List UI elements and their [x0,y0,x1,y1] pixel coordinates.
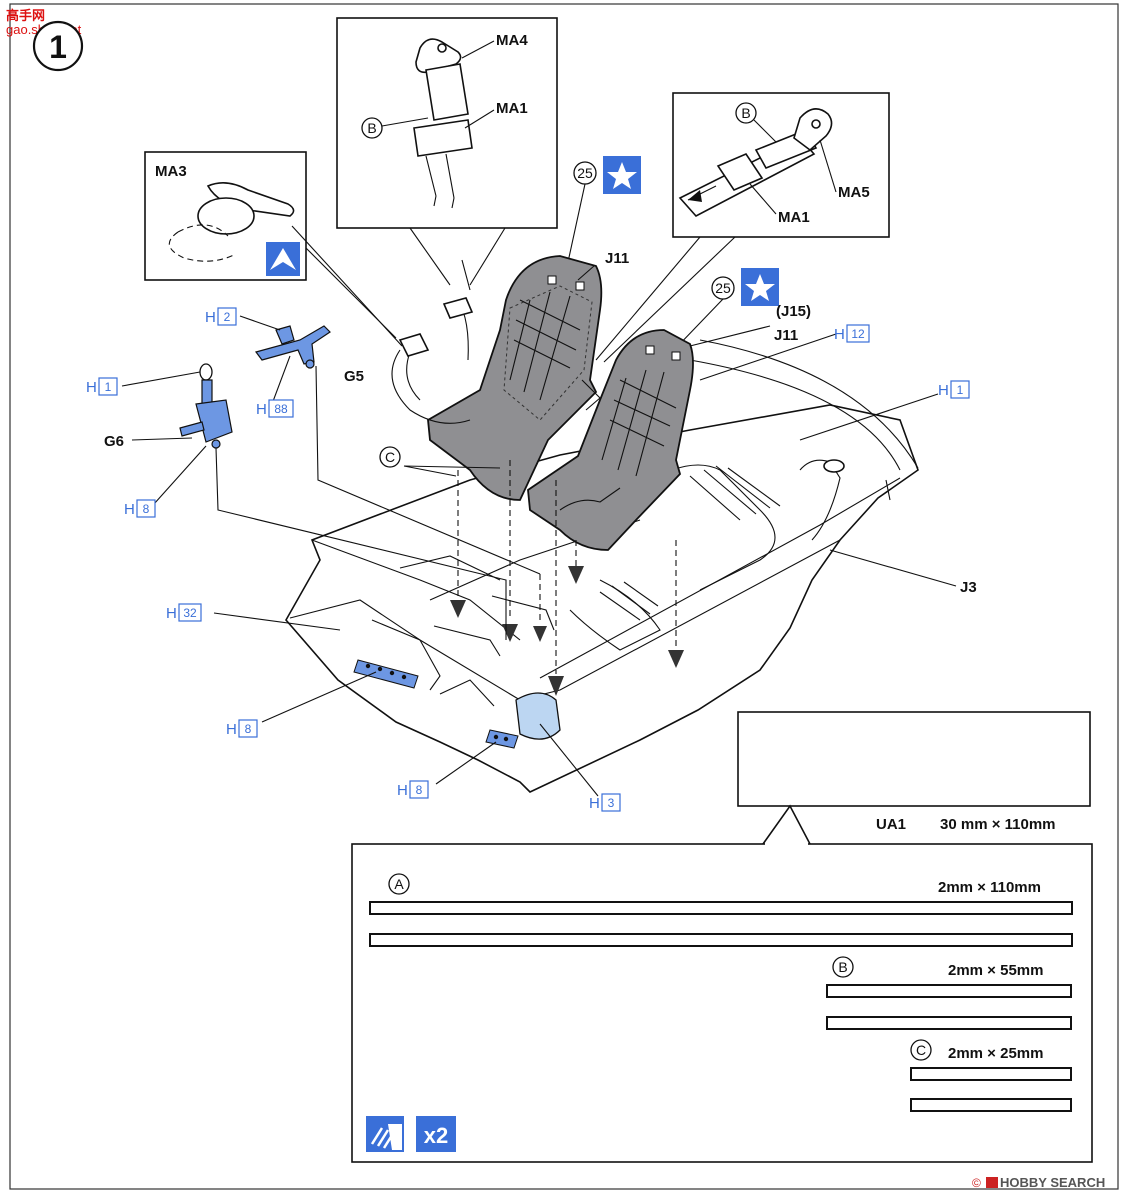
g5-part [254,325,541,575]
svg-text:H: H [166,605,177,622]
inset-ma3: MA3 [144,151,403,347]
svg-text:1: 1 [957,383,964,397]
label-ma5: MA5 [838,184,870,201]
svg-text:B: B [741,105,750,121]
strip-a-size: 2mm × 110mm [938,879,1041,896]
inset-seatbelt-top: MA4 MA1 B [336,17,558,286]
label-h1-right: H 1 [938,380,970,399]
label-ma1-top: MA1 [496,100,528,117]
label-ma4: MA4 [496,32,528,49]
svg-text:HOBBY SEARCH: HOBBY SEARCH [1000,1175,1105,1190]
strip-c-2 [910,1098,1072,1112]
decal-size: 30 mm × 110mm [940,816,1056,833]
svg-text:H: H [124,501,135,518]
decal-preview-box [737,711,1091,807]
svg-text:B: B [838,959,847,975]
svg-text:x2: x2 [424,1123,448,1148]
svg-text:12: 12 [851,327,865,341]
svg-text:C: C [916,1042,926,1058]
footer-watermark: © HOBBY SEARCH [972,1175,1105,1190]
strip-b-2 [826,1016,1072,1030]
label-h1-left: H 1 [86,377,118,396]
strip-c-size: 2mm × 25mm [948,1045,1043,1062]
svg-text:H: H [205,309,216,326]
label-ma1-right: MA1 [778,209,810,226]
marker-strip-b [832,956,854,978]
marker-b-right [735,102,757,124]
strip-b-size: 2mm × 55mm [948,962,1043,979]
chevron-up-icon [266,242,300,276]
label-j11-b: J11 [774,327,798,344]
svg-text:高手网: 高手网 [6,8,45,23]
marker-b-top [361,117,383,139]
svg-text:H: H [834,326,845,343]
marker-c [379,446,401,468]
svg-text:H: H [86,379,97,396]
svg-text:H: H [938,382,949,399]
svg-text:1: 1 [105,380,112,394]
step-number: 1 [32,20,84,72]
svg-text:2: 2 [224,310,231,324]
h8-strip-left [353,659,419,689]
inset-seatbelt-right: B MA5 MA1 [595,92,890,363]
label-h8-a: H 8 [226,719,258,738]
label-h3: H 3 [589,793,621,812]
seat-right [527,329,694,551]
decal-sheet-panel: A 2mm × 110mm B 2mm × 55mm C 2mm × 25mm … [351,842,1093,1163]
svg-text:A: A [394,876,404,892]
svg-text:H: H [397,782,408,799]
label-h8-left: H 8 [124,499,156,518]
svg-text:1: 1 [49,29,67,65]
label-h88: H 88 [256,399,294,418]
svg-text:H: H [226,721,237,738]
decal-name: UA1 [876,816,906,833]
car-tub [285,339,919,793]
label-h2: H 2 [205,307,237,326]
svg-text:3: 3 [608,796,615,810]
svg-text:88: 88 [274,402,288,416]
multiplier-badge: x2 [416,1116,456,1152]
strip-a-1 [369,901,1073,915]
label-j3: J3 [960,579,977,596]
svg-text:32: 32 [183,606,197,620]
label-g6: G6 [104,433,124,450]
g6-part [179,363,507,640]
svg-text:H: H [256,401,267,418]
label-g5: G5 [344,368,364,385]
star-icon [741,268,779,306]
label-j15: (J15) [776,303,811,320]
svg-text:8: 8 [416,783,423,797]
label-h12: H 12 [834,324,870,343]
svg-text:H: H [589,795,600,812]
svg-text:8: 8 [143,502,150,516]
svg-text:C: C [385,449,395,465]
seat-left [427,255,603,501]
strip-b-1 [826,984,1072,998]
page-frame [9,3,1119,1190]
star-icon [603,156,641,194]
svg-text:B: B [367,120,376,136]
label-h8-b: H 8 [397,780,429,799]
label-j11-a: J11 [605,250,629,267]
cut-icon [366,1116,404,1152]
marker-strip-c [910,1039,932,1061]
label-h32: H 32 [166,603,202,622]
svg-text:©: © [972,1176,981,1190]
svg-text:25: 25 [577,165,593,181]
h3-cap [515,692,561,740]
marker-strip-a [388,873,410,895]
label-ma3: MA3 [155,163,187,180]
strip-a-2 [369,933,1073,947]
svg-text:8: 8 [245,722,252,736]
svg-text:25: 25 [715,280,731,296]
strip-c-1 [910,1067,1072,1081]
assembly-arrows [450,460,684,696]
